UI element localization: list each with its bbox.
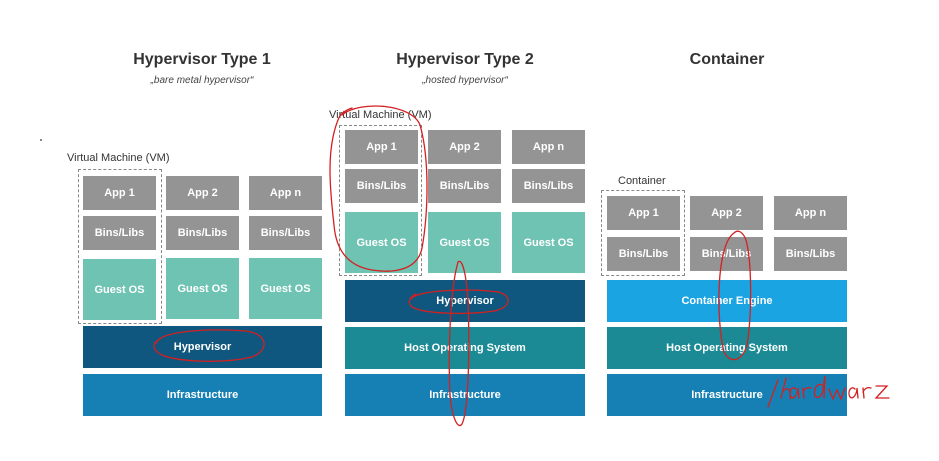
app-box: App 2 bbox=[428, 130, 501, 164]
app-box: App 2 bbox=[166, 176, 239, 210]
column-title: Container bbox=[689, 51, 765, 68]
guest-os-box: Guest OS bbox=[83, 259, 156, 320]
bins-libs-box: Bins/Libs bbox=[512, 169, 585, 203]
vm-label: Virtual Machine (VM) bbox=[67, 152, 170, 164]
stray-dot bbox=[40, 139, 42, 141]
column-subtitle: „hosted hypervisor“ bbox=[422, 75, 508, 86]
app-box: App n bbox=[249, 176, 322, 210]
container-boundary bbox=[601, 190, 685, 276]
bins-libs-box: Bins/Libs bbox=[249, 216, 322, 250]
app-box: App n bbox=[512, 130, 585, 164]
app-box: App 2 bbox=[690, 196, 763, 230]
app-box: App 1 bbox=[83, 176, 156, 210]
host-os-layer: Host Operating System bbox=[607, 327, 847, 369]
guest-os-box: Guest OS bbox=[512, 212, 585, 273]
guest-os-box: Guest OS bbox=[249, 258, 322, 319]
container-label: Container bbox=[618, 175, 666, 187]
column-title: Hypervisor Type 1 bbox=[133, 51, 271, 68]
app-box: App 1 bbox=[345, 130, 418, 164]
vm-boundary bbox=[78, 169, 162, 324]
bins-libs-box: Bins/Libs bbox=[607, 237, 680, 271]
app-box: App 1 bbox=[607, 196, 680, 230]
host-os-layer: Host Operating System bbox=[345, 327, 585, 369]
bins-libs-box: Bins/Libs bbox=[690, 237, 763, 271]
column-title: Hypervisor Type 2 bbox=[396, 51, 534, 68]
bins-libs-box: Bins/Libs bbox=[166, 216, 239, 250]
vm-label: Virtual Machine (VM) bbox=[329, 109, 432, 121]
infrastructure-layer: Infrastructure bbox=[607, 374, 847, 416]
bins-libs-box: Bins/Libs bbox=[774, 237, 847, 271]
container-engine-layer: Container Engine bbox=[607, 280, 847, 322]
column-subtitle: „bare metal hypervisor“ bbox=[150, 75, 254, 86]
infrastructure-layer: Infrastructure bbox=[83, 374, 322, 416]
bins-libs-box: Bins/Libs bbox=[428, 169, 501, 203]
guest-os-box: Guest OS bbox=[428, 212, 501, 273]
bins-libs-box: Bins/Libs bbox=[83, 216, 156, 250]
hypervisor-layer: Hypervisor bbox=[83, 326, 322, 368]
guest-os-box: Guest OS bbox=[345, 212, 418, 273]
guest-os-box: Guest OS bbox=[166, 258, 239, 319]
hypervisor-layer: Hypervisor bbox=[345, 280, 585, 322]
app-box: App n bbox=[774, 196, 847, 230]
bins-libs-box: Bins/Libs bbox=[345, 169, 418, 203]
infrastructure-layer: Infrastructure bbox=[345, 374, 585, 416]
